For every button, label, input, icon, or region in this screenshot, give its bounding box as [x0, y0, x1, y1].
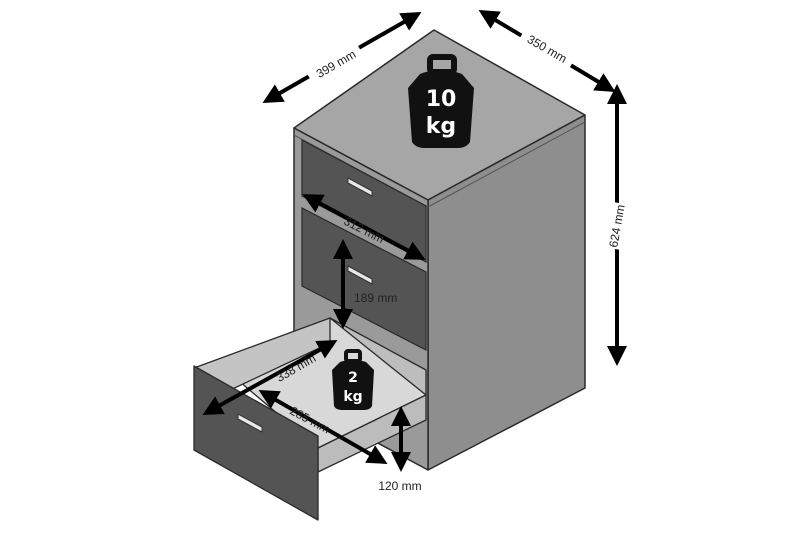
open-drawer-height-label: 120 mm: [378, 479, 421, 493]
drawer-front-height-label: 189 mm: [354, 291, 397, 305]
open-drawer-width-arrow: [202, 340, 338, 415]
open-drawer-depth-arrow: [258, 390, 388, 464]
drawer-weight-unit: kg: [343, 389, 362, 405]
drawer-weight-icon: 2 kg: [332, 349, 374, 410]
top-weight-icon: 10 kg: [408, 54, 474, 148]
top-weight-unit: kg: [426, 114, 456, 139]
top-weight-value: 10: [426, 87, 457, 112]
drawer-inner-width-arrow: [302, 194, 426, 260]
width-label: 399 mm: [314, 47, 359, 81]
drawer-weight-value: 2: [348, 370, 358, 386]
